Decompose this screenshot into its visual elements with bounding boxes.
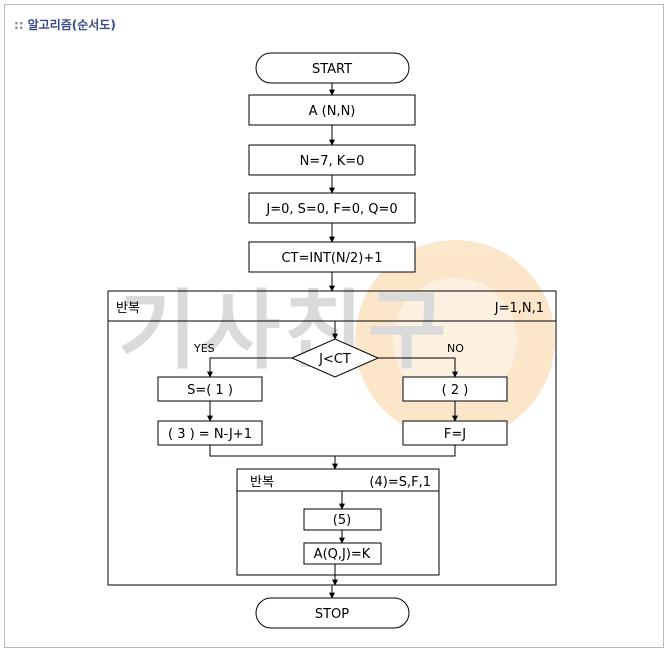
step1-label: A (N,N) <box>309 104 356 119</box>
yes2-label: ( 3 ) = N-J+1 <box>168 427 252 442</box>
outer-loop-label: 반복 <box>116 301 140 316</box>
process-box-2 <box>248 144 416 176</box>
inner-loop-label: 반복 <box>250 475 274 490</box>
process-box-4 <box>248 241 416 273</box>
arrow-decision-yes <box>207 357 292 378</box>
header-prefix: :: <box>14 18 24 32</box>
step4-label: CT=INT(N/2)+1 <box>281 251 382 266</box>
start-label: START <box>312 62 352 77</box>
decision-label: J<CT <box>318 352 351 367</box>
step3-label: J=0, S=0, F=0, Q=0 <box>265 202 397 217</box>
step2-label: N=7, K=0 <box>300 154 365 169</box>
section-header: ::알고리즘(순서도) <box>14 16 116 33</box>
watermark-logo-inner <box>393 278 517 402</box>
no-box-2 <box>402 420 508 446</box>
outer-loop-range: J=1,N,1 <box>494 301 544 316</box>
no-box-1 <box>402 376 508 402</box>
header-title: 알고리즘(순서도) <box>27 18 116 32</box>
yes-label: YES <box>193 342 215 355</box>
stop-label: STOP <box>315 607 349 622</box>
merge-line <box>209 445 456 457</box>
inner-loop-range: (4)=S,F,1 <box>369 475 431 490</box>
arrow-decision-no <box>378 357 458 378</box>
yes-box-1 <box>157 376 263 402</box>
yes1-label: S=( 1 ) <box>187 383 233 398</box>
watermark-text: 기사친구 <box>118 281 450 381</box>
no-label: NO <box>447 342 464 355</box>
no1-label: ( 2 ) <box>442 383 469 398</box>
no2-label: F=J <box>444 427 466 442</box>
inner-loop-box <box>236 468 440 576</box>
inner2-label: A(Q,J)=K <box>314 547 371 562</box>
inner1-label: (5) <box>333 513 351 528</box>
panel-frame <box>4 4 664 648</box>
